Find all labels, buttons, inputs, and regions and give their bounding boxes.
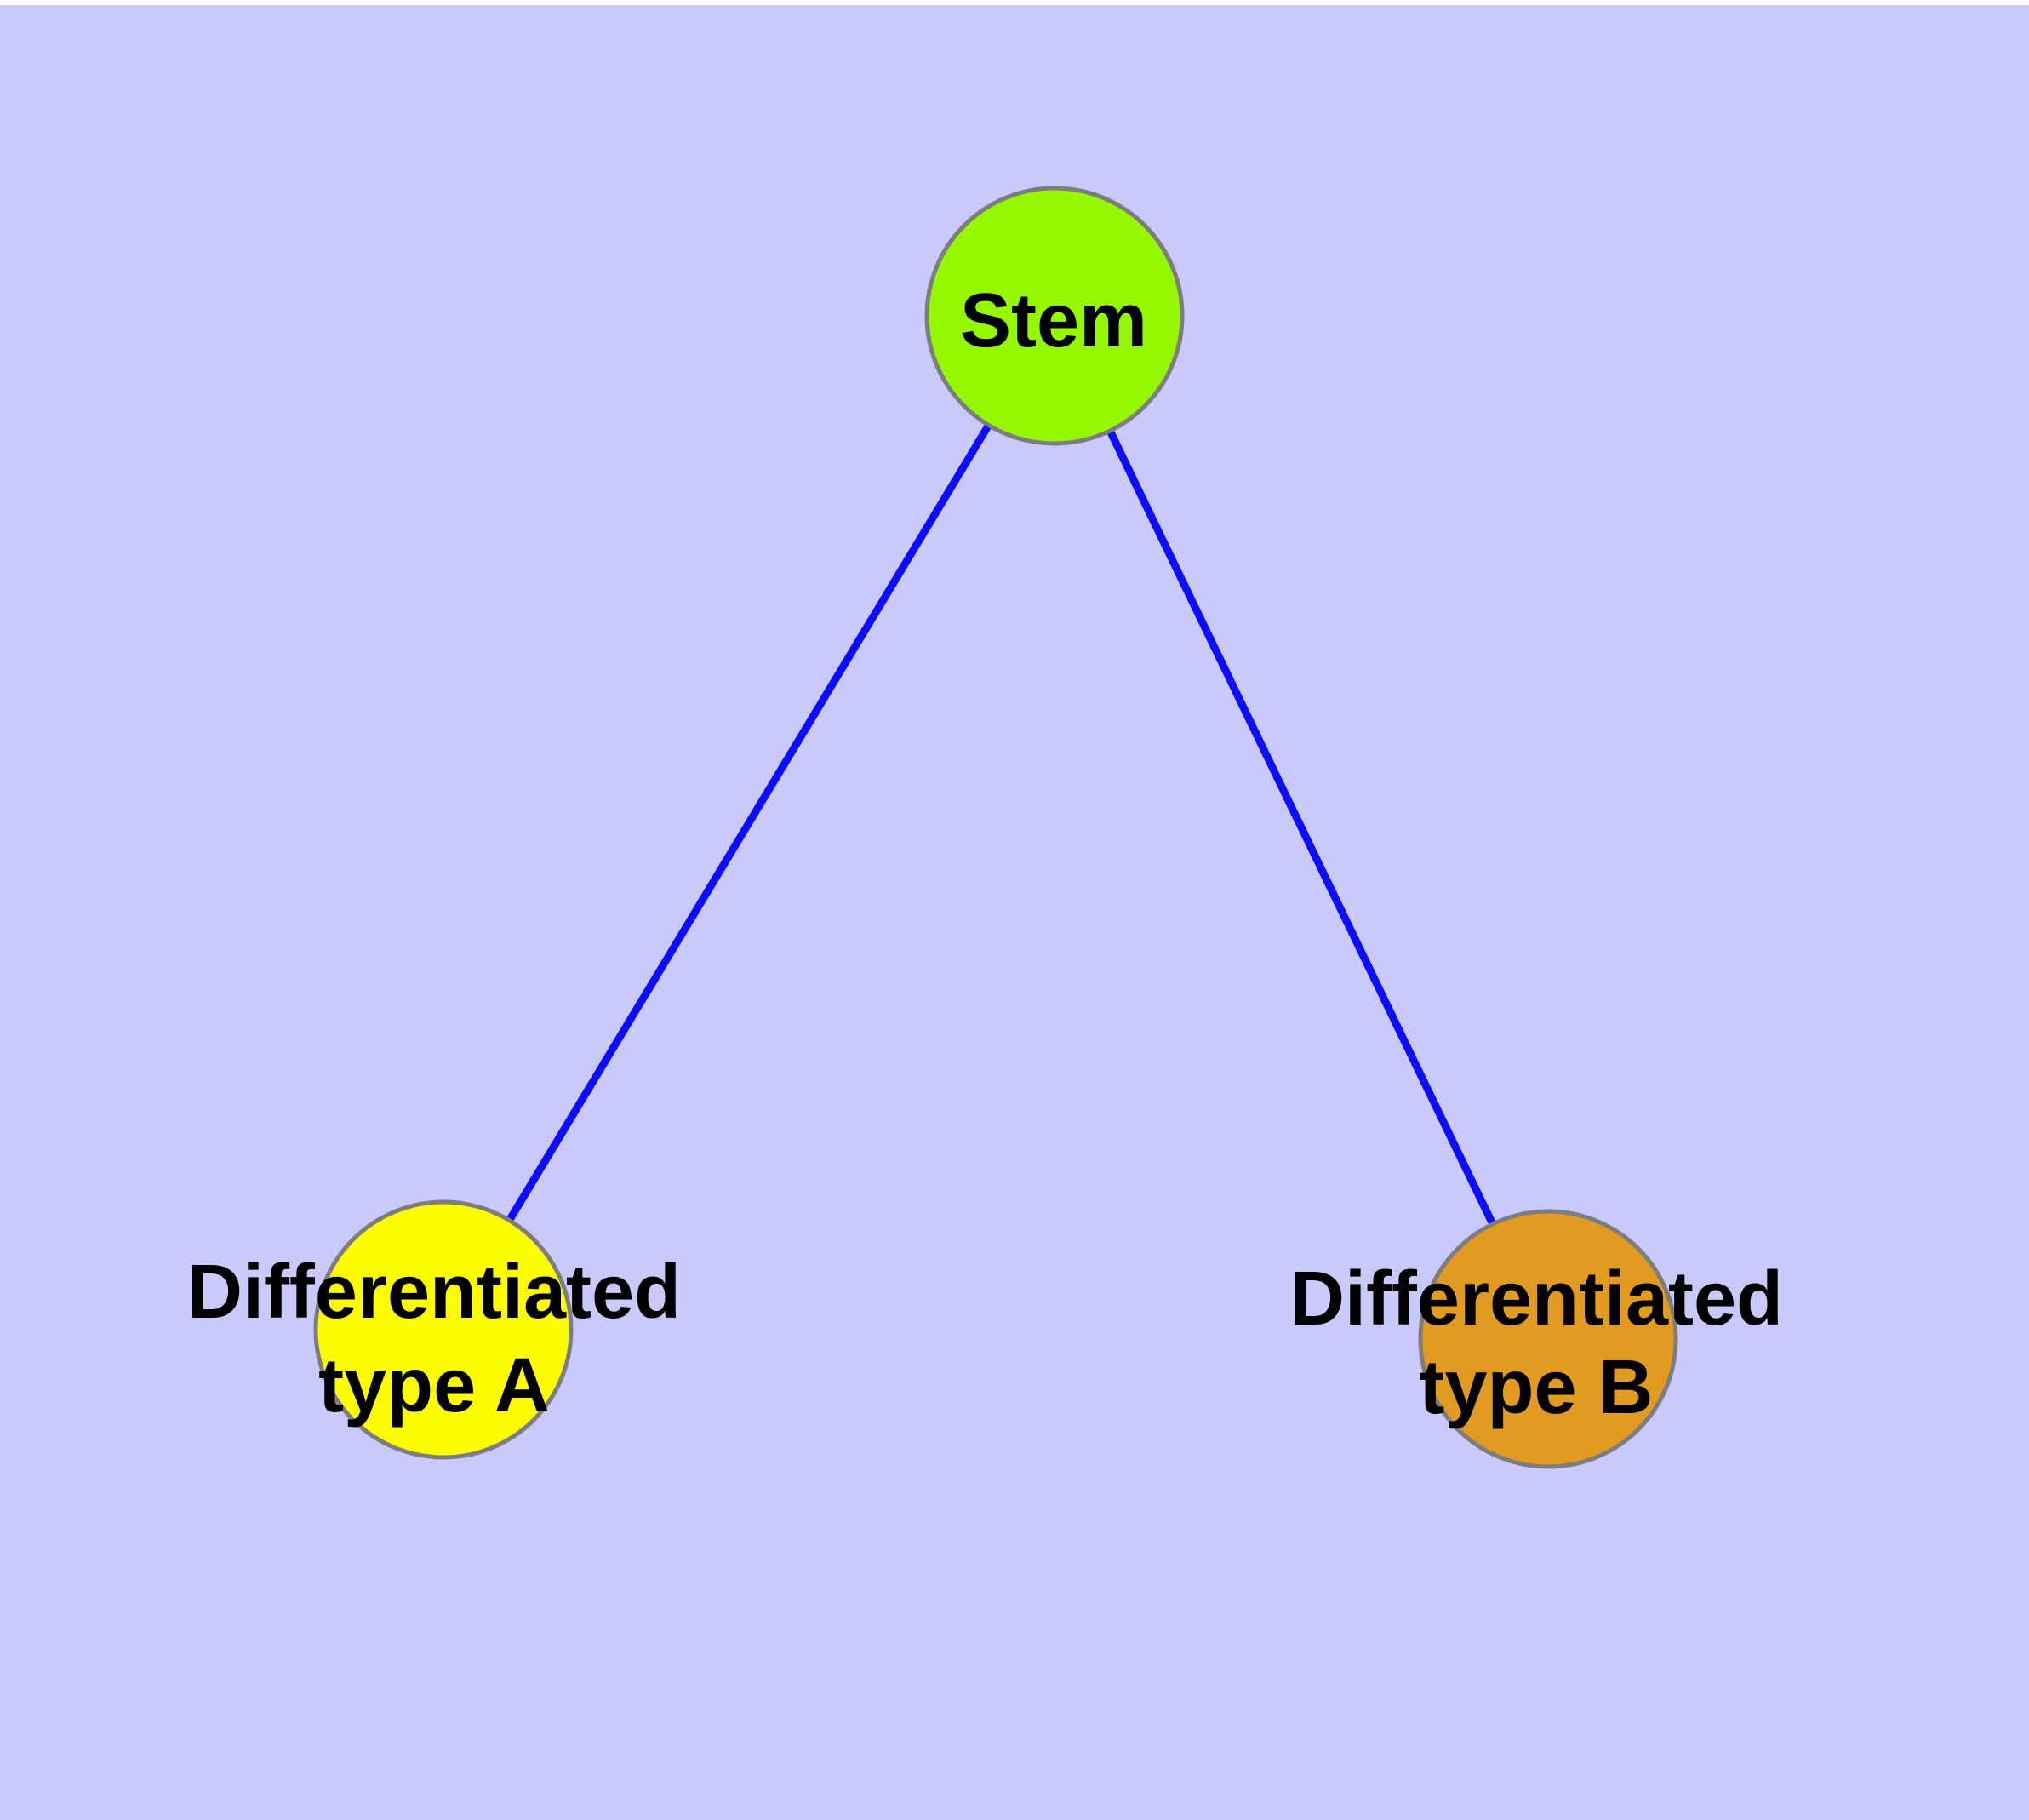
node-type-b-label-line1: Differentiated [1289, 1256, 1783, 1342]
node-type-a-label-line1: Differentiated [187, 1250, 681, 1335]
edge-stem-to-type-b [1050, 312, 1552, 1343]
edge-stem-to-type-a [439, 312, 1059, 1334]
node-stem-circle [924, 186, 1185, 446]
node-type-b: Differentiated type B [1289, 1209, 1783, 1469]
node-type-b-label-line2: type B [1419, 1345, 1653, 1430]
node-stem: Stem [924, 186, 1185, 446]
node-stem-label: Stem [960, 278, 1147, 363]
node-type-a-label-line2: type A [318, 1343, 550, 1428]
top-border [0, 0, 2029, 5]
node-type-a: Differentiated type A [187, 1199, 681, 1460]
node-type-b-circle [1418, 1209, 1678, 1469]
node-type-a-circle [313, 1199, 574, 1460]
